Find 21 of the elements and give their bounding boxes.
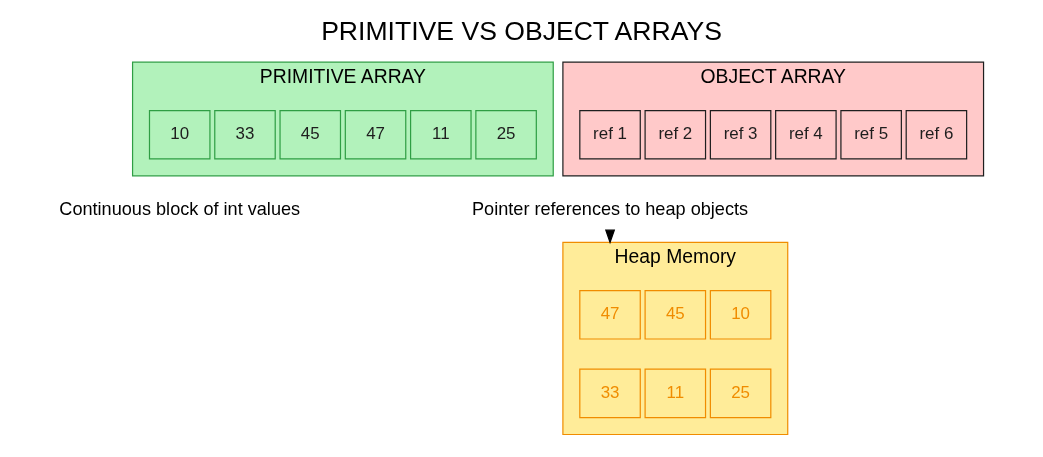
node-box: 45 [644,289,707,340]
node-text: Pointer references to heap objects [472,198,749,219]
node-box: ref 5 [840,109,902,159]
node-box: 45 [279,109,342,159]
node-box: 25 [709,368,772,418]
node-box: 47 [344,109,407,159]
node-box: 11 [644,368,707,418]
node-box: 33 [214,109,276,159]
node-box: ref 1 [579,109,641,159]
label: Continuous block of int values [59,198,301,219]
node-box: 25 [475,109,537,159]
node-box: 10 [709,289,772,340]
node-box: 11 [410,109,472,159]
node-box: ref 2 [644,109,707,159]
node-box: 47 [579,289,641,340]
node-box: ref 6 [905,109,968,159]
diagram-title: PRIMITIVE VS OBJECT ARRAYS [321,15,722,46]
node-box: ref 4 [775,109,837,159]
node-box: 10 [148,109,211,159]
node-box: ref 3 [709,109,772,159]
node-box: 33 [579,368,641,418]
